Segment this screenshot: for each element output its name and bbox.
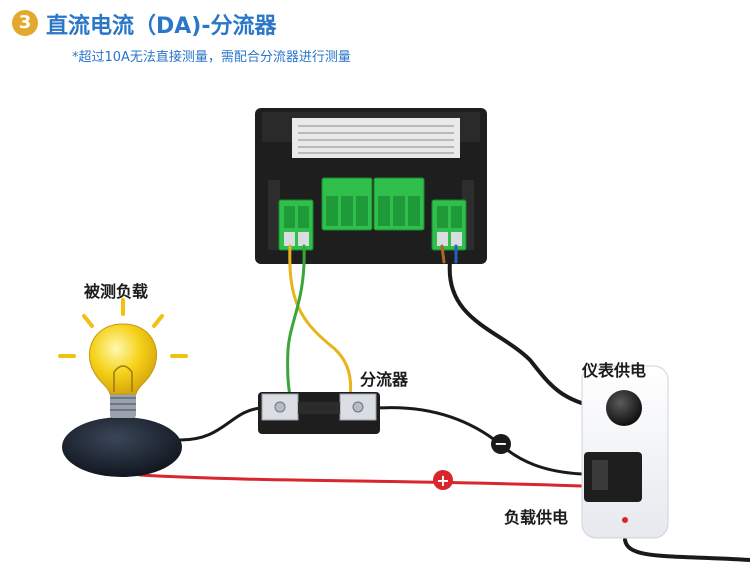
label-load: 被测负载 <box>84 282 148 301</box>
header: 3 直流电流（DA)-分流器 *超过10A无法直接测量，需配合分流器进行测量 <box>12 8 732 65</box>
power-socket <box>581 365 669 539</box>
bulb-base-stand <box>62 417 182 477</box>
positive-marker-circle <box>433 470 453 490</box>
wires <box>138 244 750 562</box>
bulb-glass <box>88 323 158 395</box>
negative-wire-black <box>376 406 584 476</box>
shunt-resistor <box>298 402 340 414</box>
positive-sign: + <box>436 471 449 490</box>
page-title: 直流电流（DA)-分流器 <box>46 14 277 39</box>
signal-wire-yellow <box>288 244 353 398</box>
meter-terminal-middle <box>321 177 425 231</box>
meter-terminal-right <box>431 199 467 251</box>
light-rays <box>58 298 188 358</box>
meter-power-cable <box>447 260 602 410</box>
page-subtitle: *超过10A无法直接测量，需配合分流器进行测量 <box>72 50 351 65</box>
meter-terminal-left <box>278 199 314 251</box>
adapter-label <box>592 460 608 490</box>
label-shunt: 分流器 <box>360 370 409 389</box>
supply-cable <box>623 538 750 562</box>
power-wire-brown <box>440 244 446 264</box>
meter-power-plug <box>606 390 642 426</box>
light-bulb <box>58 298 188 477</box>
load-wire-black-1 <box>178 406 264 442</box>
label-load-power: 负载供电 <box>504 508 568 527</box>
step-number-badge: 3 <box>12 10 38 36</box>
signal-wire-green <box>286 244 306 398</box>
shunt <box>258 392 380 434</box>
socket-indicator-light <box>622 517 628 523</box>
shunt-screw-right <box>352 401 364 413</box>
spec-label-lines <box>298 125 454 154</box>
positive-wire-red <box>138 473 584 488</box>
panel-meter <box>255 108 487 264</box>
meter-spec-label <box>292 118 460 158</box>
negative-sign: − <box>494 434 507 453</box>
label-meter-power: 仪表供电 <box>581 361 646 380</box>
positive-marker: + <box>433 470 453 490</box>
bulb-filament <box>113 365 133 392</box>
socket-threads <box>110 397 136 411</box>
negative-marker: − <box>491 434 511 454</box>
shunt-screw-left <box>274 401 286 413</box>
negative-marker-circle <box>491 434 511 454</box>
